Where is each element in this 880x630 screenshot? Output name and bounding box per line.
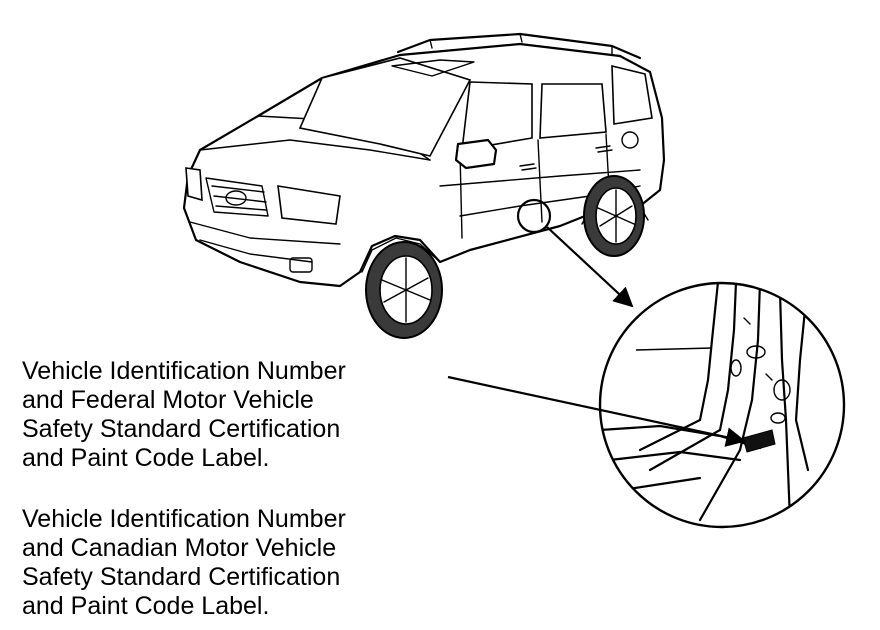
us-label-line-2: and Federal Motor Vehicle [22, 386, 314, 414]
us-label-line-3: Safety Standard Certification [22, 415, 341, 443]
door-handle-rear [595, 145, 613, 153]
door-striker [746, 345, 766, 359]
side-mirror [454, 138, 498, 170]
grille-emblem [225, 190, 247, 206]
canada-label-line-2: and Canadian Motor Vehicle [22, 534, 337, 562]
front-grille [205, 177, 269, 217]
vin-label-patch [742, 429, 776, 453]
suv-illustration [182, 32, 666, 339]
headlight-left [277, 185, 341, 225]
fuel-door [621, 131, 639, 149]
windshield [298, 57, 472, 157]
canada-label-description: Vehicle Identification Number and Canadi… [22, 505, 346, 621]
fog-light [289, 257, 313, 273]
canada-label-line-4: and Paint Code Label. [22, 592, 270, 620]
label-location-circle [516, 198, 552, 234]
door-handle-front [519, 163, 537, 171]
us-label-line-1: Vehicle Identification Number [22, 357, 346, 385]
canada-label-line-1: Vehicle Identification Number [22, 505, 346, 533]
pillar-pointer [635, 347, 713, 351]
detail-arrow [546, 226, 634, 308]
us-label-line-4: and Paint Code Label. [22, 444, 270, 472]
canada-label-line-3: Safety Standard Certification [22, 563, 341, 591]
front-door-window [461, 81, 533, 151]
rear-door-window [539, 83, 607, 139]
label-arrow [447, 375, 746, 447]
rear-quarter-window [611, 64, 653, 125]
detail-view [598, 281, 846, 529]
headlight-right [185, 167, 203, 202]
us-label-description: Vehicle Identification Number and Federa… [22, 357, 346, 473]
